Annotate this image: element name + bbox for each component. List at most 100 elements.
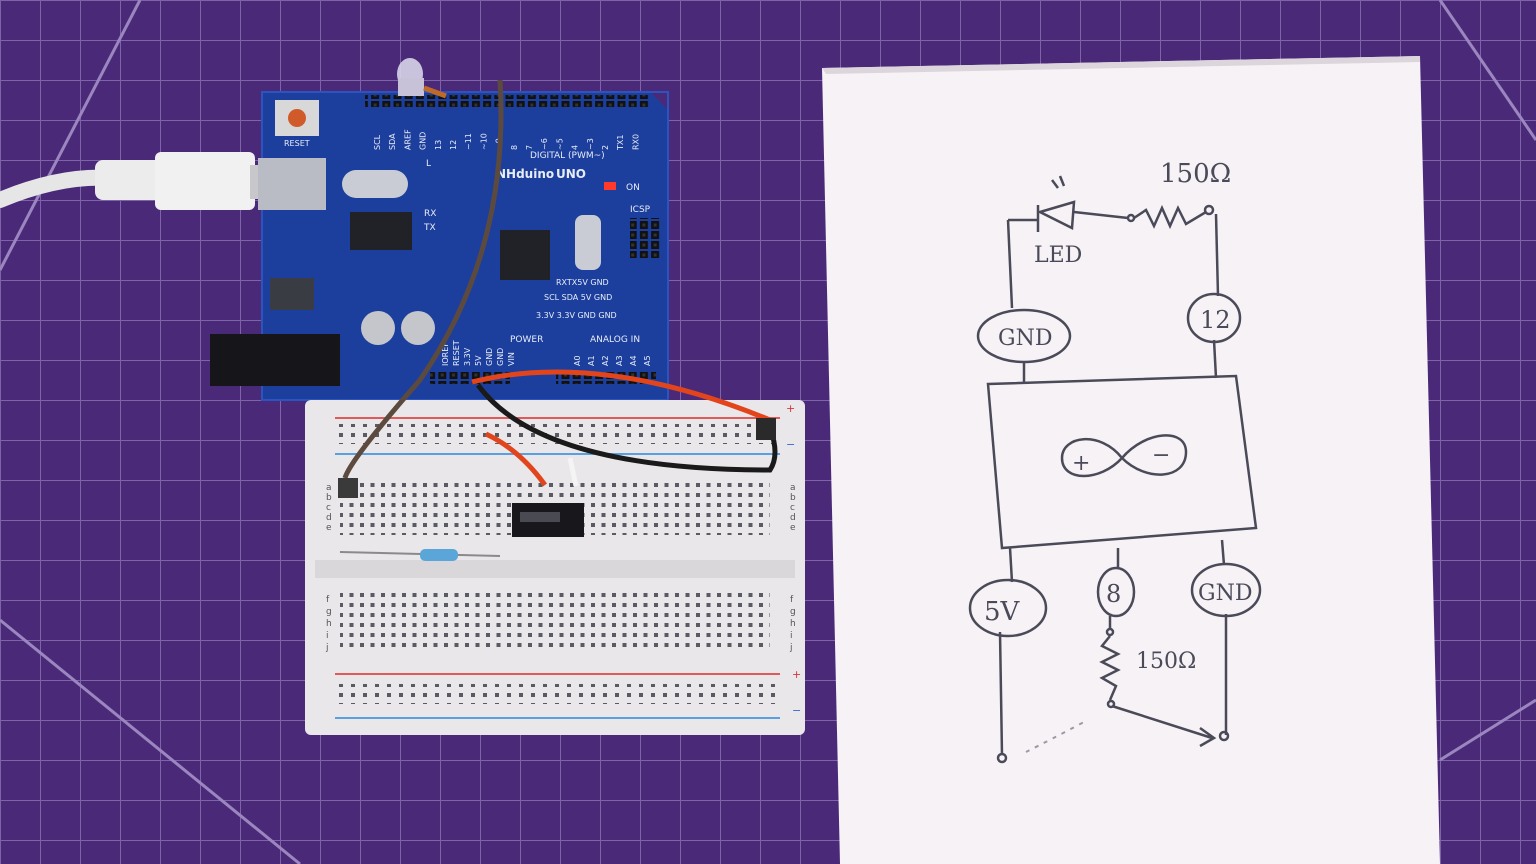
rail-plus-bottom: +: [792, 668, 801, 681]
capacitor-2: [401, 311, 435, 345]
analog-pin-label: A0: [573, 355, 582, 366]
row-letter: a: [790, 483, 796, 493]
row-letter: b: [790, 493, 796, 503]
tx-label: TX: [423, 223, 436, 233]
top-pin-label: SCL: [373, 134, 382, 150]
row-letter: f: [326, 595, 330, 605]
schematic-led-label: LED: [1034, 243, 1082, 268]
usb-chip: [350, 212, 412, 250]
top-pin-label: AREF: [403, 129, 412, 150]
rx-label: RX: [424, 209, 436, 219]
row-letter: c: [790, 503, 795, 513]
schematic-pin-8-label: 8: [1106, 580, 1121, 608]
row-letter: h: [326, 619, 332, 629]
row-letter: h: [790, 619, 796, 629]
rail-minus-top: −: [786, 438, 795, 451]
schematic-paper: LED 150Ω GND 12 + −: [822, 56, 1440, 864]
reset-label: RESET: [284, 139, 310, 148]
row-letter: b: [326, 493, 332, 503]
l-label: L: [426, 159, 431, 169]
header-row-1: RXTX5V GND: [556, 278, 609, 287]
row-letter: e: [326, 523, 332, 533]
power-pin-label: RESET: [452, 340, 461, 366]
schematic-terminal-right: [1218, 730, 1230, 742]
rail-plus-top: +: [786, 402, 795, 415]
microcontroller-chip: [500, 230, 550, 280]
schematic-pin-12-label: 12: [1200, 306, 1231, 334]
header-row-3: 3.3V 3.3V GND GND: [536, 311, 617, 320]
schematic-gnd-top-label: GND: [998, 326, 1052, 351]
schematic-wires-top: [1006, 213, 1220, 382]
row-letter: i: [326, 631, 329, 641]
icsp-header: [630, 218, 660, 258]
on-led: [604, 182, 616, 190]
top-pin-label: 7: [525, 145, 534, 150]
voltage-regulator: [270, 278, 314, 310]
crystal-oscillator: [342, 170, 408, 198]
row-letter: g: [790, 607, 796, 617]
top-pin-label: RX0: [631, 134, 640, 150]
schematic-infinity-symbol: [1060, 434, 1188, 478]
power-pin-label: 5V: [474, 355, 483, 366]
schematic-pin-12: [1186, 292, 1242, 344]
row-letter: e: [790, 523, 796, 533]
top-pin-label: 8: [510, 145, 519, 150]
schematic-gnd-bottom: [1190, 562, 1262, 618]
top-pin-label: ~5: [555, 138, 564, 150]
top-pin-label: ~3: [586, 138, 595, 150]
analog-pin-label: A5: [643, 355, 652, 366]
crystal-2: [575, 215, 601, 270]
top-pin-label: ~6: [540, 138, 549, 150]
analog-pin-label: A3: [615, 355, 624, 366]
power-pin-label: IOREF: [441, 342, 450, 366]
capacitor-1: [361, 311, 395, 345]
icsp-label: ICSP: [630, 205, 651, 215]
row-letter: i: [790, 631, 793, 641]
breadboard-resistor: [339, 549, 501, 561]
top-pin-label: TX1: [616, 135, 625, 151]
model-label: UNO: [556, 167, 586, 181]
analog-label: ANALOG IN: [590, 335, 640, 345]
top-pin-label: 4: [571, 145, 580, 150]
ir-receiver: [512, 503, 584, 537]
header-row-2: SCL SDA 5V GND: [544, 293, 612, 302]
power-pin-label: VIN: [507, 352, 516, 366]
power-pin-label: GND: [485, 348, 494, 366]
schematic-pin-5v-label: 5V: [984, 597, 1021, 627]
schematic-plus-sign: +: [1072, 451, 1090, 476]
row-letter: d: [790, 513, 796, 523]
top-pin-label: SDA: [388, 133, 397, 150]
top-pin-label: 13: [434, 140, 443, 150]
schematic-sensor-box: [986, 374, 1258, 550]
top-pin-label: ~10: [479, 133, 488, 150]
brand-label: NHduino: [496, 167, 554, 181]
row-letter: a: [326, 483, 332, 493]
schematic-wires-bottom: [998, 539, 1228, 756]
schematic-resistor-top-label: 150Ω: [1160, 159, 1231, 189]
schematic-pin-8: [1096, 566, 1136, 618]
schematic-resistor-top: [1126, 204, 1215, 230]
row-letter: c: [326, 503, 331, 513]
top-pin-label: 2: [601, 145, 610, 150]
digital-label: DIGITAL (PWM~): [530, 151, 605, 161]
top-pin-label: GND: [419, 132, 428, 150]
schematic-resistor-bottom: [1099, 627, 1121, 709]
analog-pin-label: A1: [587, 355, 596, 366]
row-letter: g: [326, 607, 332, 617]
schematic-terminal-left: [996, 752, 1008, 764]
power-pin-label: GND: [496, 348, 505, 366]
ir-led: [397, 58, 447, 99]
reset-button-cap[interactable]: [288, 109, 306, 127]
row-letter: j: [325, 643, 329, 653]
schematic-resistor-bottom-label: 150Ω: [1136, 649, 1196, 674]
jumper-wires: [338, 79, 778, 498]
power-jack: [210, 334, 340, 386]
schematic-gnd-bottom-label: GND: [1198, 581, 1252, 606]
digital-header: [365, 95, 650, 107]
on-label: ON: [626, 183, 640, 193]
row-letter: j: [789, 643, 793, 653]
analog-pin-label: A2: [601, 355, 610, 366]
schematic-minus-sign: −: [1152, 443, 1170, 468]
arduino-board: RESET ICSP NHduino UNO DIGITAL (PWM~) ON…: [210, 91, 669, 401]
